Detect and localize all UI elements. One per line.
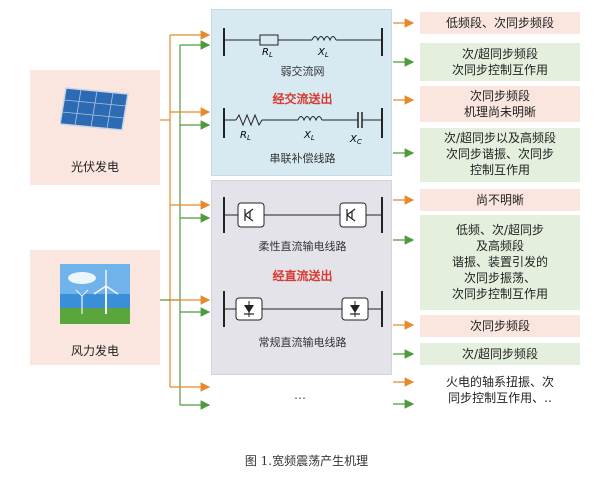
ac-panel: RL XL 弱交流网 经交流送出 RL XL XC 串联补偿线路 [211, 9, 392, 176]
xc-symbol: X [349, 134, 358, 145]
x1-subscript: L [325, 51, 329, 59]
pv-source-box: 光伏发电 [30, 70, 160, 185]
output-text: 次/超同步频段 [461, 347, 539, 361]
xc-subscript: C [357, 138, 362, 146]
x2-subscript: L [311, 134, 315, 142]
wind-source-box: 风力发电 [30, 250, 160, 365]
x1-symbol: X [317, 47, 326, 58]
conventional-dc-label: 常规直流输电线路 [258, 336, 347, 349]
series-comp-circuit: RL XL XC [223, 108, 383, 146]
ac-send-label: 经交流送出 [272, 92, 333, 106]
ellipsis-label: … [294, 388, 306, 402]
output-text: 低频段、次同步频段 [445, 16, 554, 30]
r1-subscript: L [269, 51, 273, 59]
svg-text:RL: RL [262, 47, 273, 59]
r2-symbol: R [240, 130, 247, 141]
output-box-5: 尚不明晰 [420, 189, 580, 211]
r2-subscript: L [247, 134, 251, 142]
x2-symbol: X [303, 130, 312, 141]
flexible-dc-label: 柔性直流输电线路 [258, 240, 347, 253]
svg-text:XL: XL [303, 130, 315, 142]
output-text: 低频、次/超同步 及高频段 谐振、装置引发的 次同步振荡、 次同步控制互作用 [451, 223, 548, 301]
dc-panel: 柔性直流输电线路 经直流送出 常规直流输电线路 [211, 180, 392, 375]
conventional-dc-circuit [223, 291, 383, 327]
output-box-2: 次/超同步频段 次同步控制互作用 [420, 43, 580, 81]
output-box-4: 次/超同步以及高频段 次同步谐振、次同步 控制互作用 [420, 128, 580, 182]
output-text: 次同步频段 [469, 319, 530, 333]
output-text: 次/超同步以及高频段 次同步谐振、次同步 控制互作用 [443, 131, 557, 177]
svg-text:XL: XL [317, 47, 329, 59]
wind-turbine-icon [60, 264, 130, 324]
figure-caption: 图 1.宽频震荡产生机理 [244, 454, 369, 468]
weak-grid-label: 弱交流网 [280, 65, 325, 78]
output-text: 尚不明晰 [475, 193, 524, 207]
output-box-6: 低频、次/超同步 及高频段 谐振、装置引发的 次同步振荡、 次同步控制互作用 [420, 215, 580, 310]
dc-send-label: 经直流送出 [272, 269, 333, 283]
flexible-dc-circuit [223, 197, 383, 233]
wind-label: 风力发电 [70, 344, 119, 358]
output-box-7: 次同步频段 [420, 315, 580, 337]
r1-symbol: R [262, 47, 269, 58]
solar-panel-icon [60, 87, 129, 131]
svg-text:XC: XC [349, 134, 362, 146]
output-text: 火电的轴系扭振、次 同步控制互作用、.. [445, 375, 554, 405]
output-text: 次同步频段 机理尚未明晰 [463, 89, 536, 119]
output-box-9: 火电的轴系扭振、次 同步控制互作用、.. [420, 374, 580, 412]
weak-grid-circuit: RL XL [223, 28, 383, 59]
svg-text:RL: RL [240, 130, 251, 142]
output-box-3: 次同步频段 机理尚未明晰 [420, 86, 580, 122]
output-text: 次/超同步频段 次同步控制互作用 [451, 47, 548, 77]
output-box-1: 低频段、次同步频段 [420, 12, 580, 34]
series-comp-label: 串联补偿线路 [269, 152, 336, 165]
output-box-8: 次/超同步频段 [420, 343, 580, 365]
pv-label: 光伏发电 [70, 160, 119, 174]
